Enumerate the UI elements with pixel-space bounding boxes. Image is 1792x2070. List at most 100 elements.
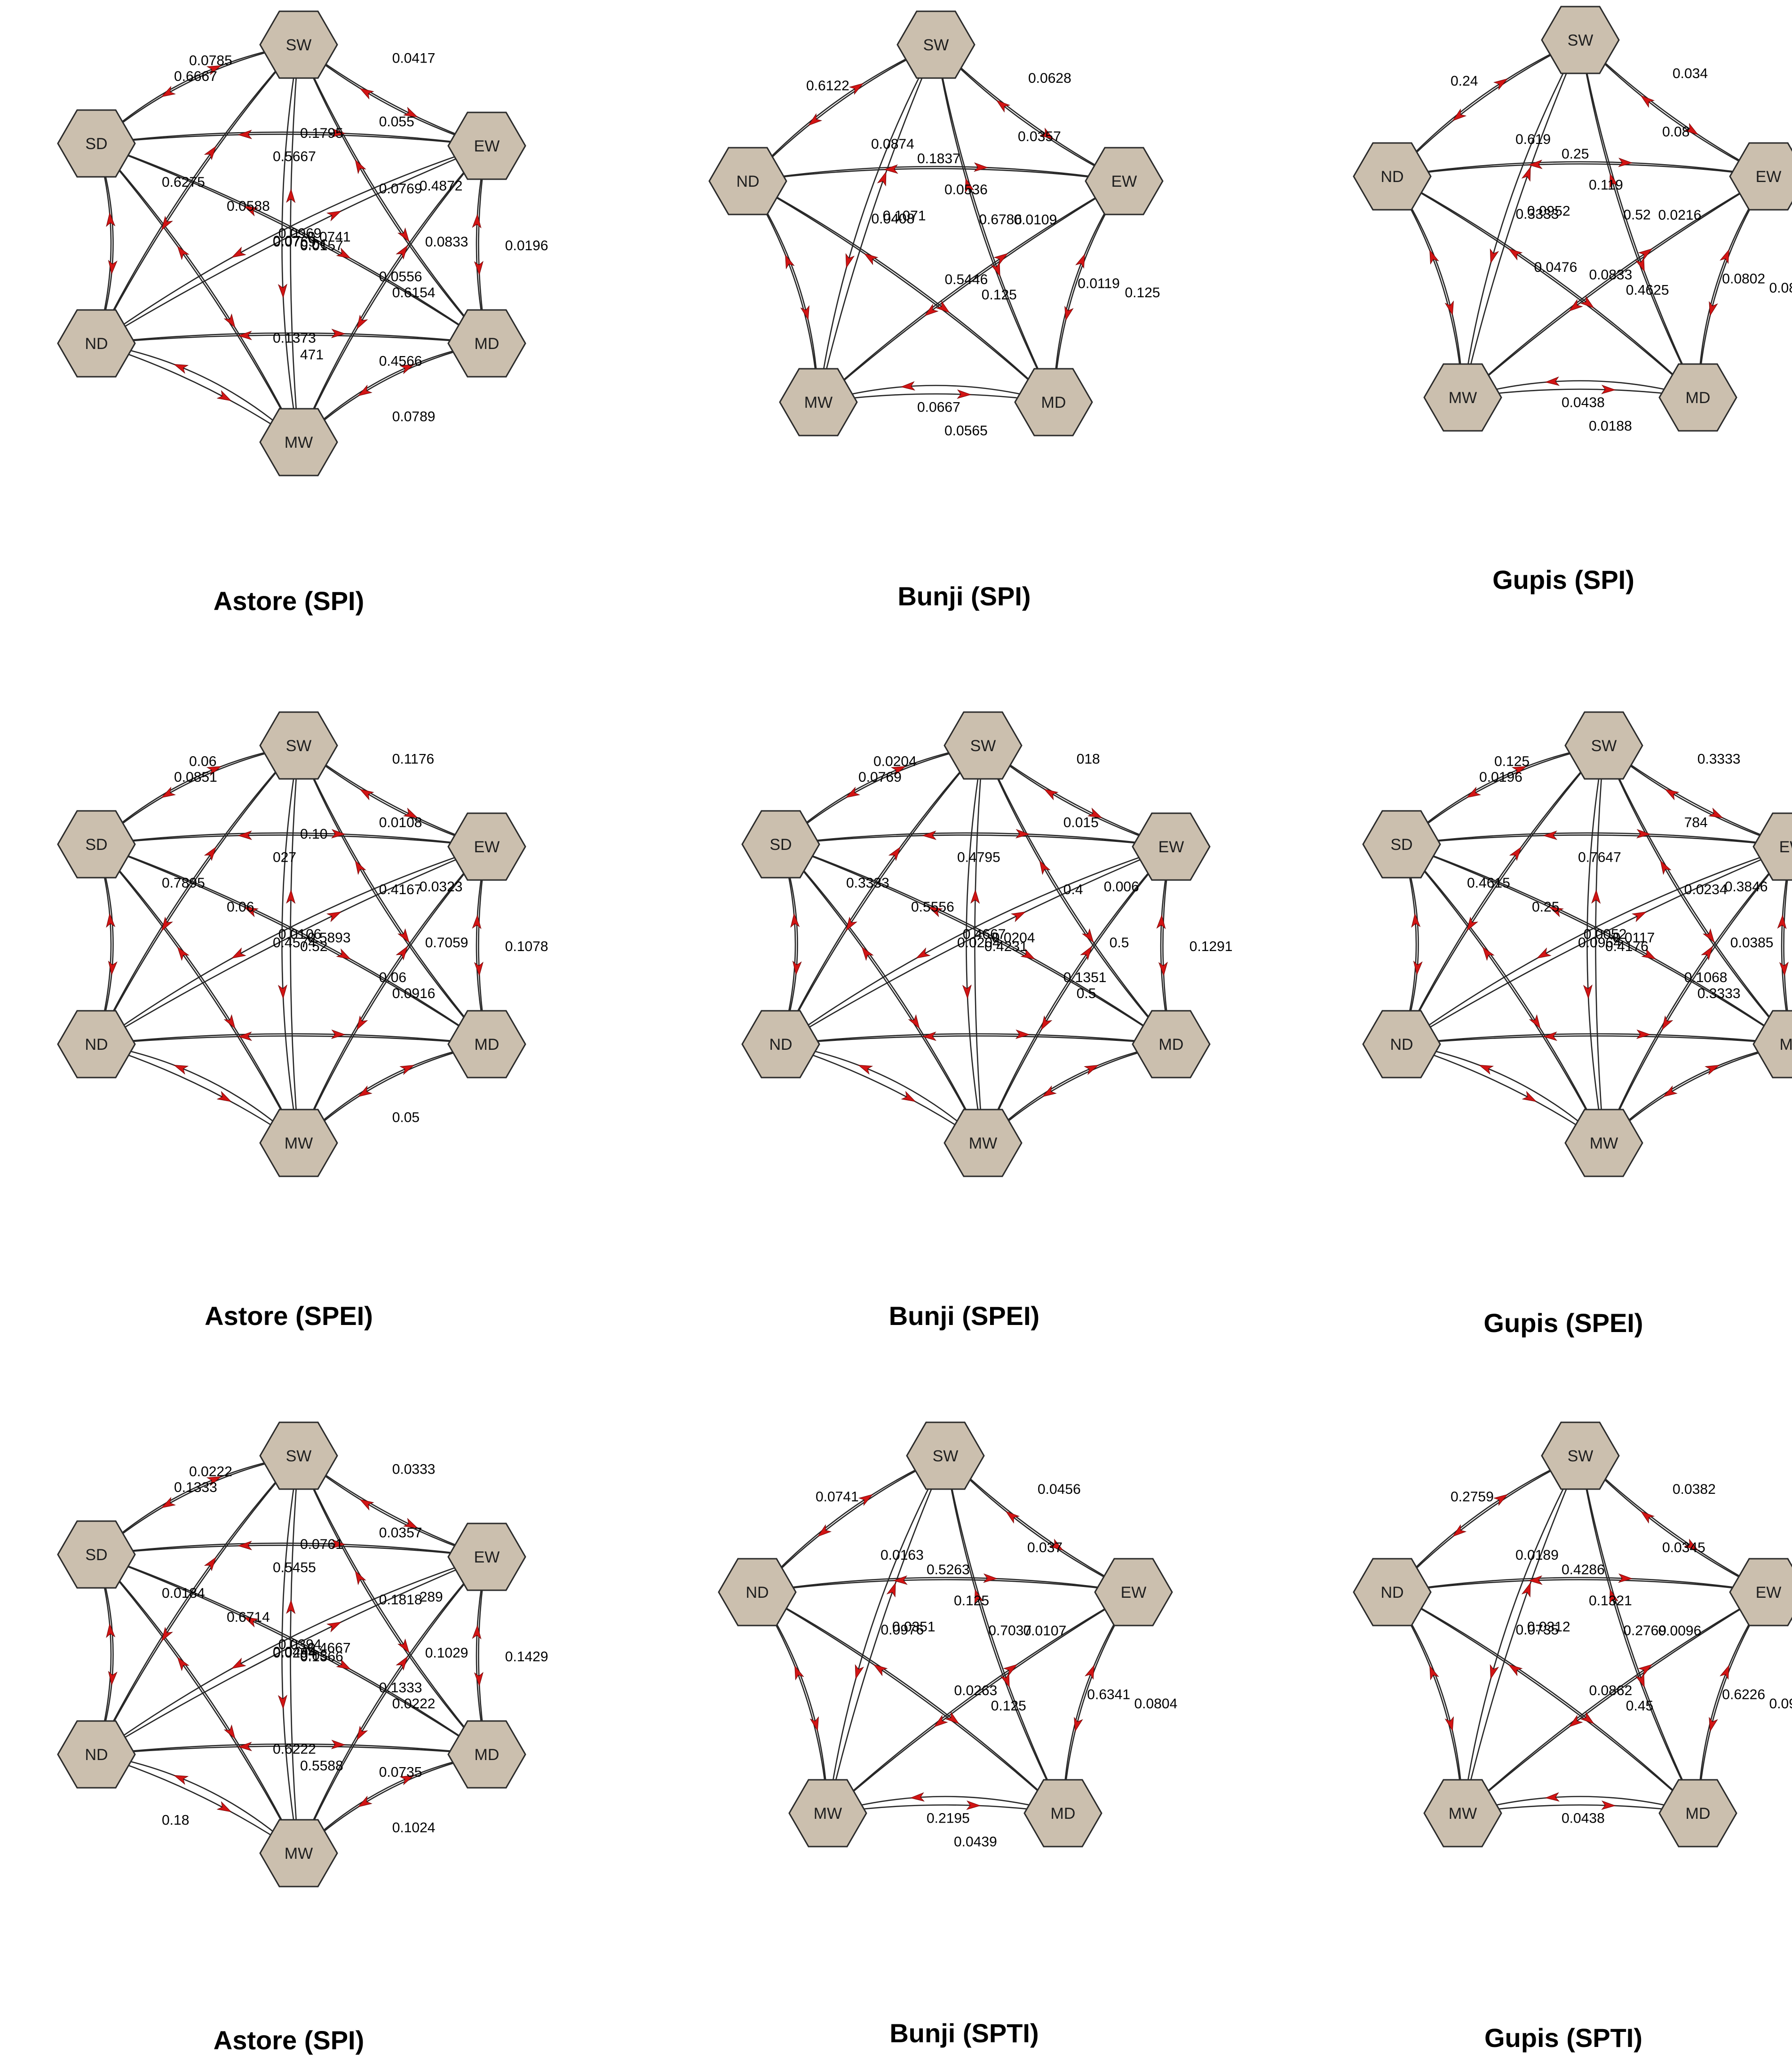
panel-caption: Gupis (SPTI): [1328, 2022, 1792, 2053]
panel-caption: Astore (SPI): [54, 586, 524, 616]
edge-weight-label: 0.1071: [883, 208, 926, 223]
edge-arrow: [946, 1713, 961, 1727]
edge-arrow: [327, 908, 343, 921]
edge-curve: [1402, 746, 1604, 1044]
edge-arrow: [1478, 1061, 1493, 1074]
edge-weight-label: 0.6222: [273, 1742, 316, 1757]
node-label: MD: [1159, 1036, 1184, 1054]
edge-arrow: [217, 1092, 233, 1105]
edge-arrow: [1479, 944, 1494, 960]
edge-arrow: [1062, 307, 1073, 322]
edge-arrow: [902, 1092, 917, 1105]
network-panel: 0.04560.0370.70370.01070.09760.03510.074…: [719, 1422, 1177, 1850]
edge-arrow: [224, 1725, 238, 1741]
edge-arrow: [1639, 1661, 1654, 1675]
network-panel: 0.11760.01080.41670.03230.01060.58930.78…: [58, 712, 548, 1176]
edge-weight-label: 0.0833: [425, 234, 468, 250]
network-panel: 0.06280.03570.67860.01090.04080.10710.61…: [709, 11, 1163, 439]
edge-arrow: [859, 1491, 875, 1505]
edge-weight-label: 0.034: [1673, 66, 1708, 81]
edge-arrow: [174, 944, 189, 960]
edge-arrow: [1638, 1508, 1654, 1523]
edge-arrow: [1638, 92, 1654, 107]
edge-curve: [828, 1592, 1134, 1813]
edge-arrow: [224, 1015, 238, 1031]
node-label: SD: [85, 1546, 107, 1564]
edge-weight-label: 0.0565: [944, 423, 988, 439]
edge-weight-label: 0.0417: [392, 50, 436, 66]
edge-weight-label: 0.3333: [1697, 751, 1741, 767]
edge-weight-label: 0.6154: [392, 285, 436, 301]
edge-curve: [936, 45, 1124, 181]
edge-weight-label: 0.1373: [273, 331, 316, 346]
edge-curve: [936, 45, 1124, 181]
edge-weight-label: 0.0761: [300, 1537, 343, 1552]
edge-arrow: [327, 207, 343, 221]
panel-caption: Astore (SPI): [54, 2025, 524, 2055]
edge-arrow: [887, 1581, 899, 1596]
edge-curve: [781, 746, 983, 1044]
edge-weight-label: 0.1078: [505, 939, 548, 954]
node-label: SW: [923, 36, 949, 54]
edge-weight-label: 0.0196: [1479, 769, 1522, 785]
node-label: ND: [769, 1036, 792, 1054]
edge-arrow: [842, 254, 854, 269]
edge-arrow: [858, 944, 873, 960]
edge-weight-label: 0.3846: [1725, 879, 1768, 895]
edge-curve: [96, 1456, 299, 1754]
edge-arrow: [1003, 1508, 1019, 1523]
panel-caption: Bunji (SPEI): [729, 1301, 1199, 1331]
node-label: SW: [1568, 32, 1594, 49]
edge-arrow: [994, 97, 1009, 111]
edge-weight-label: 0.52: [300, 939, 327, 954]
edge-arrow: [1522, 1581, 1534, 1596]
edge-weight-label: 0.2195: [927, 1810, 970, 1826]
edge-curve: [96, 134, 487, 146]
edge-arrow: [1661, 1086, 1677, 1100]
edge-arrow: [1494, 1491, 1510, 1505]
node-label: ND: [1380, 168, 1403, 186]
edge-curve: [96, 1456, 299, 1754]
network-panel: 0.33337840.02340.38460.00520.01170.46150…: [1363, 712, 1792, 1176]
node-label: SD: [1390, 836, 1412, 854]
edge-weight-label: 0.119: [1589, 177, 1623, 193]
node-label: MD: [1780, 1036, 1792, 1054]
edge-curve: [781, 1036, 1171, 1045]
edge-weight-label: 0.4625: [1626, 283, 1669, 298]
edge-curve: [781, 835, 1171, 847]
node-label: MD: [475, 1746, 500, 1764]
edge-weight-label: 0.1024: [392, 1820, 436, 1836]
edge-weight-label: 0.3333: [846, 875, 889, 891]
node-label: SW: [970, 737, 996, 755]
edge-curve: [1463, 1592, 1768, 1813]
edge-curve: [96, 746, 299, 1044]
edge-weight-label: 0.0119: [1078, 276, 1120, 292]
edge-curve: [945, 1456, 1134, 1592]
edge-weight-label: 0.0536: [944, 182, 988, 198]
network-panel: 0.04170.0550.07690.48720.09690.07410.627…: [58, 11, 548, 476]
node-label: MD: [1051, 1805, 1076, 1823]
node-label: MW: [1449, 1805, 1477, 1823]
edge-arrow: [1450, 109, 1466, 124]
edge-weight-label: 0.0107: [1023, 1623, 1067, 1639]
edge-weight-label: 0.6667: [174, 69, 217, 84]
edge-weight-label: 0.0222: [392, 1696, 436, 1712]
node-label: SW: [286, 36, 312, 54]
edge-weight-label: 0.0588: [227, 198, 270, 214]
edge-arrow: [914, 948, 930, 962]
edge-weight-label: 0.5: [1110, 935, 1129, 951]
network-panel: 0.03330.03570.18182890.03940.46670.01840…: [58, 1422, 548, 1887]
node-label: EW: [474, 137, 500, 155]
edge-weight-label: 0.4: [1063, 882, 1083, 897]
edge-arrow: [909, 1015, 923, 1031]
edge-curve: [96, 1545, 487, 1557]
edge-arrow: [1071, 1718, 1082, 1733]
node-label: SD: [769, 836, 792, 854]
edge-weight-label: 0.06: [379, 970, 406, 985]
edge-weight-label: 0.125: [1494, 753, 1530, 769]
edge-weight-label: 0.4176: [1605, 939, 1649, 954]
edge-weight-label: 0.0€: [300, 237, 328, 252]
edge-weight-label: 0.0802: [1722, 271, 1765, 287]
edge-weight-label: 0.1291: [1189, 939, 1233, 954]
